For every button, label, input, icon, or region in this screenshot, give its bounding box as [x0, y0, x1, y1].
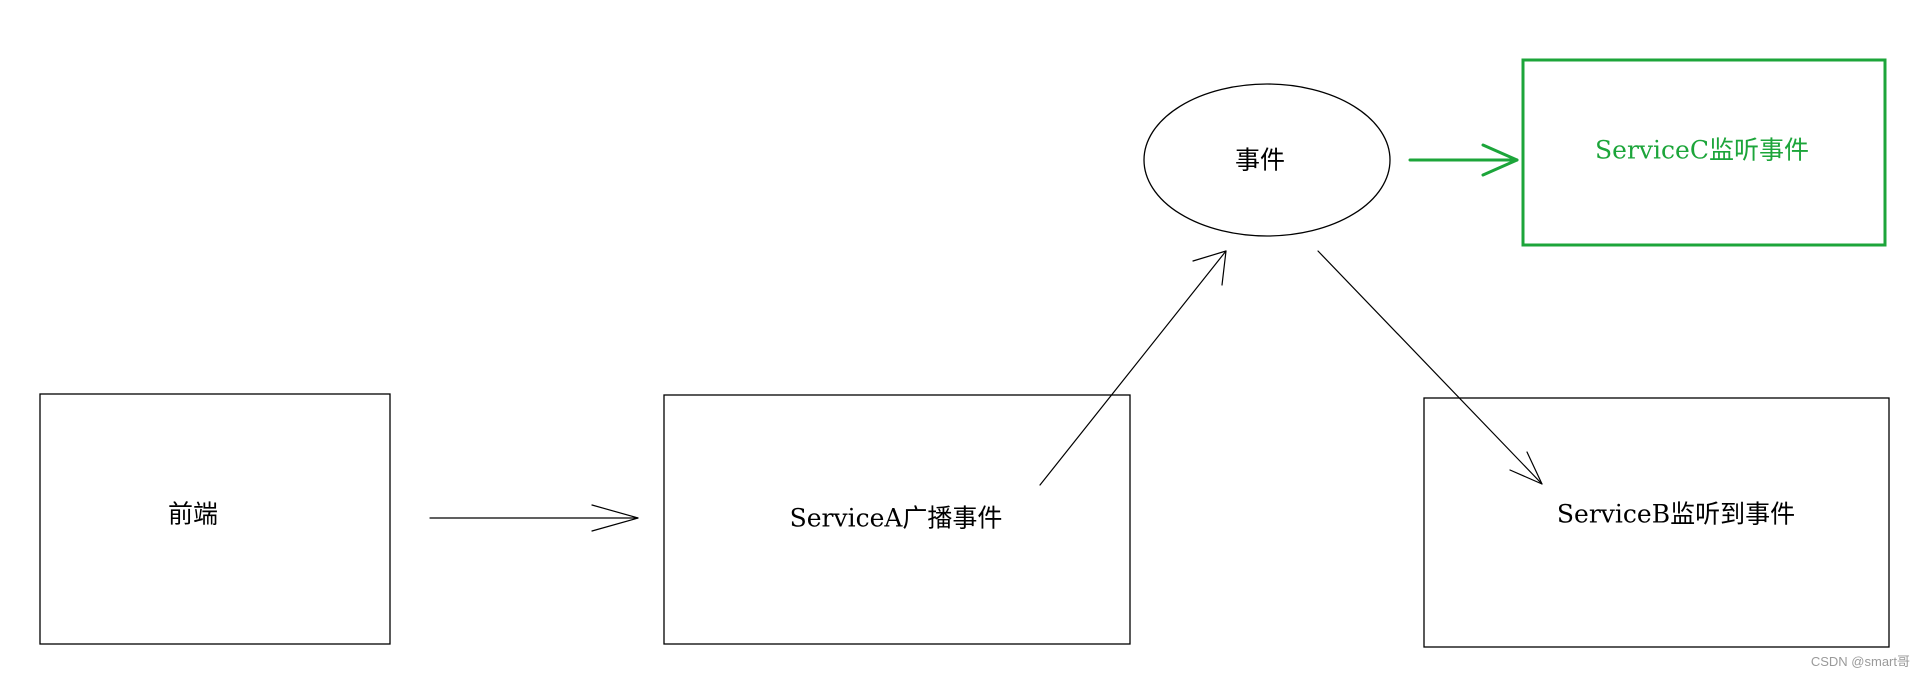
event-node: 事件 [1143, 83, 1391, 237]
arrow-service-a-to-event [1039, 250, 1227, 486]
service-b-label: ServiceB监听到事件 [1557, 500, 1795, 529]
service-b-node: ServiceB监听到事件 [1423, 397, 1890, 648]
arrow-head [1509, 451, 1543, 485]
arrow-event-to-service-c [1408, 143, 1519, 177]
arrow-frontend-to-service-a [429, 504, 639, 532]
service-a-label: ServiceA广播事件 [790, 504, 1003, 533]
service-b-box [1423, 397, 1890, 648]
frontend-label: 前端 [168, 500, 218, 529]
event-label: 事件 [1235, 146, 1285, 175]
arrow-head [591, 504, 639, 532]
service-c-node: ServiceC监听事件 [1521, 58, 1887, 247]
watermark: CSDN @smart哥 [1810, 654, 1910, 669]
service-a-node: ServiceA广播事件 [663, 394, 1131, 645]
arrow-head [1481, 143, 1519, 177]
arrow-shaft [1317, 250, 1543, 485]
frontend-node: 前端 [39, 393, 391, 645]
arrow-head [1192, 250, 1227, 286]
event-ellipse [1143, 83, 1391, 237]
arrow-event-to-service-b [1317, 250, 1543, 485]
service-c-label: ServiceC监听事件 [1595, 136, 1809, 165]
service-a-box [663, 394, 1131, 645]
arrow-shaft [1039, 250, 1227, 486]
frontend-box [39, 393, 391, 645]
service-c-box [1521, 58, 1887, 247]
